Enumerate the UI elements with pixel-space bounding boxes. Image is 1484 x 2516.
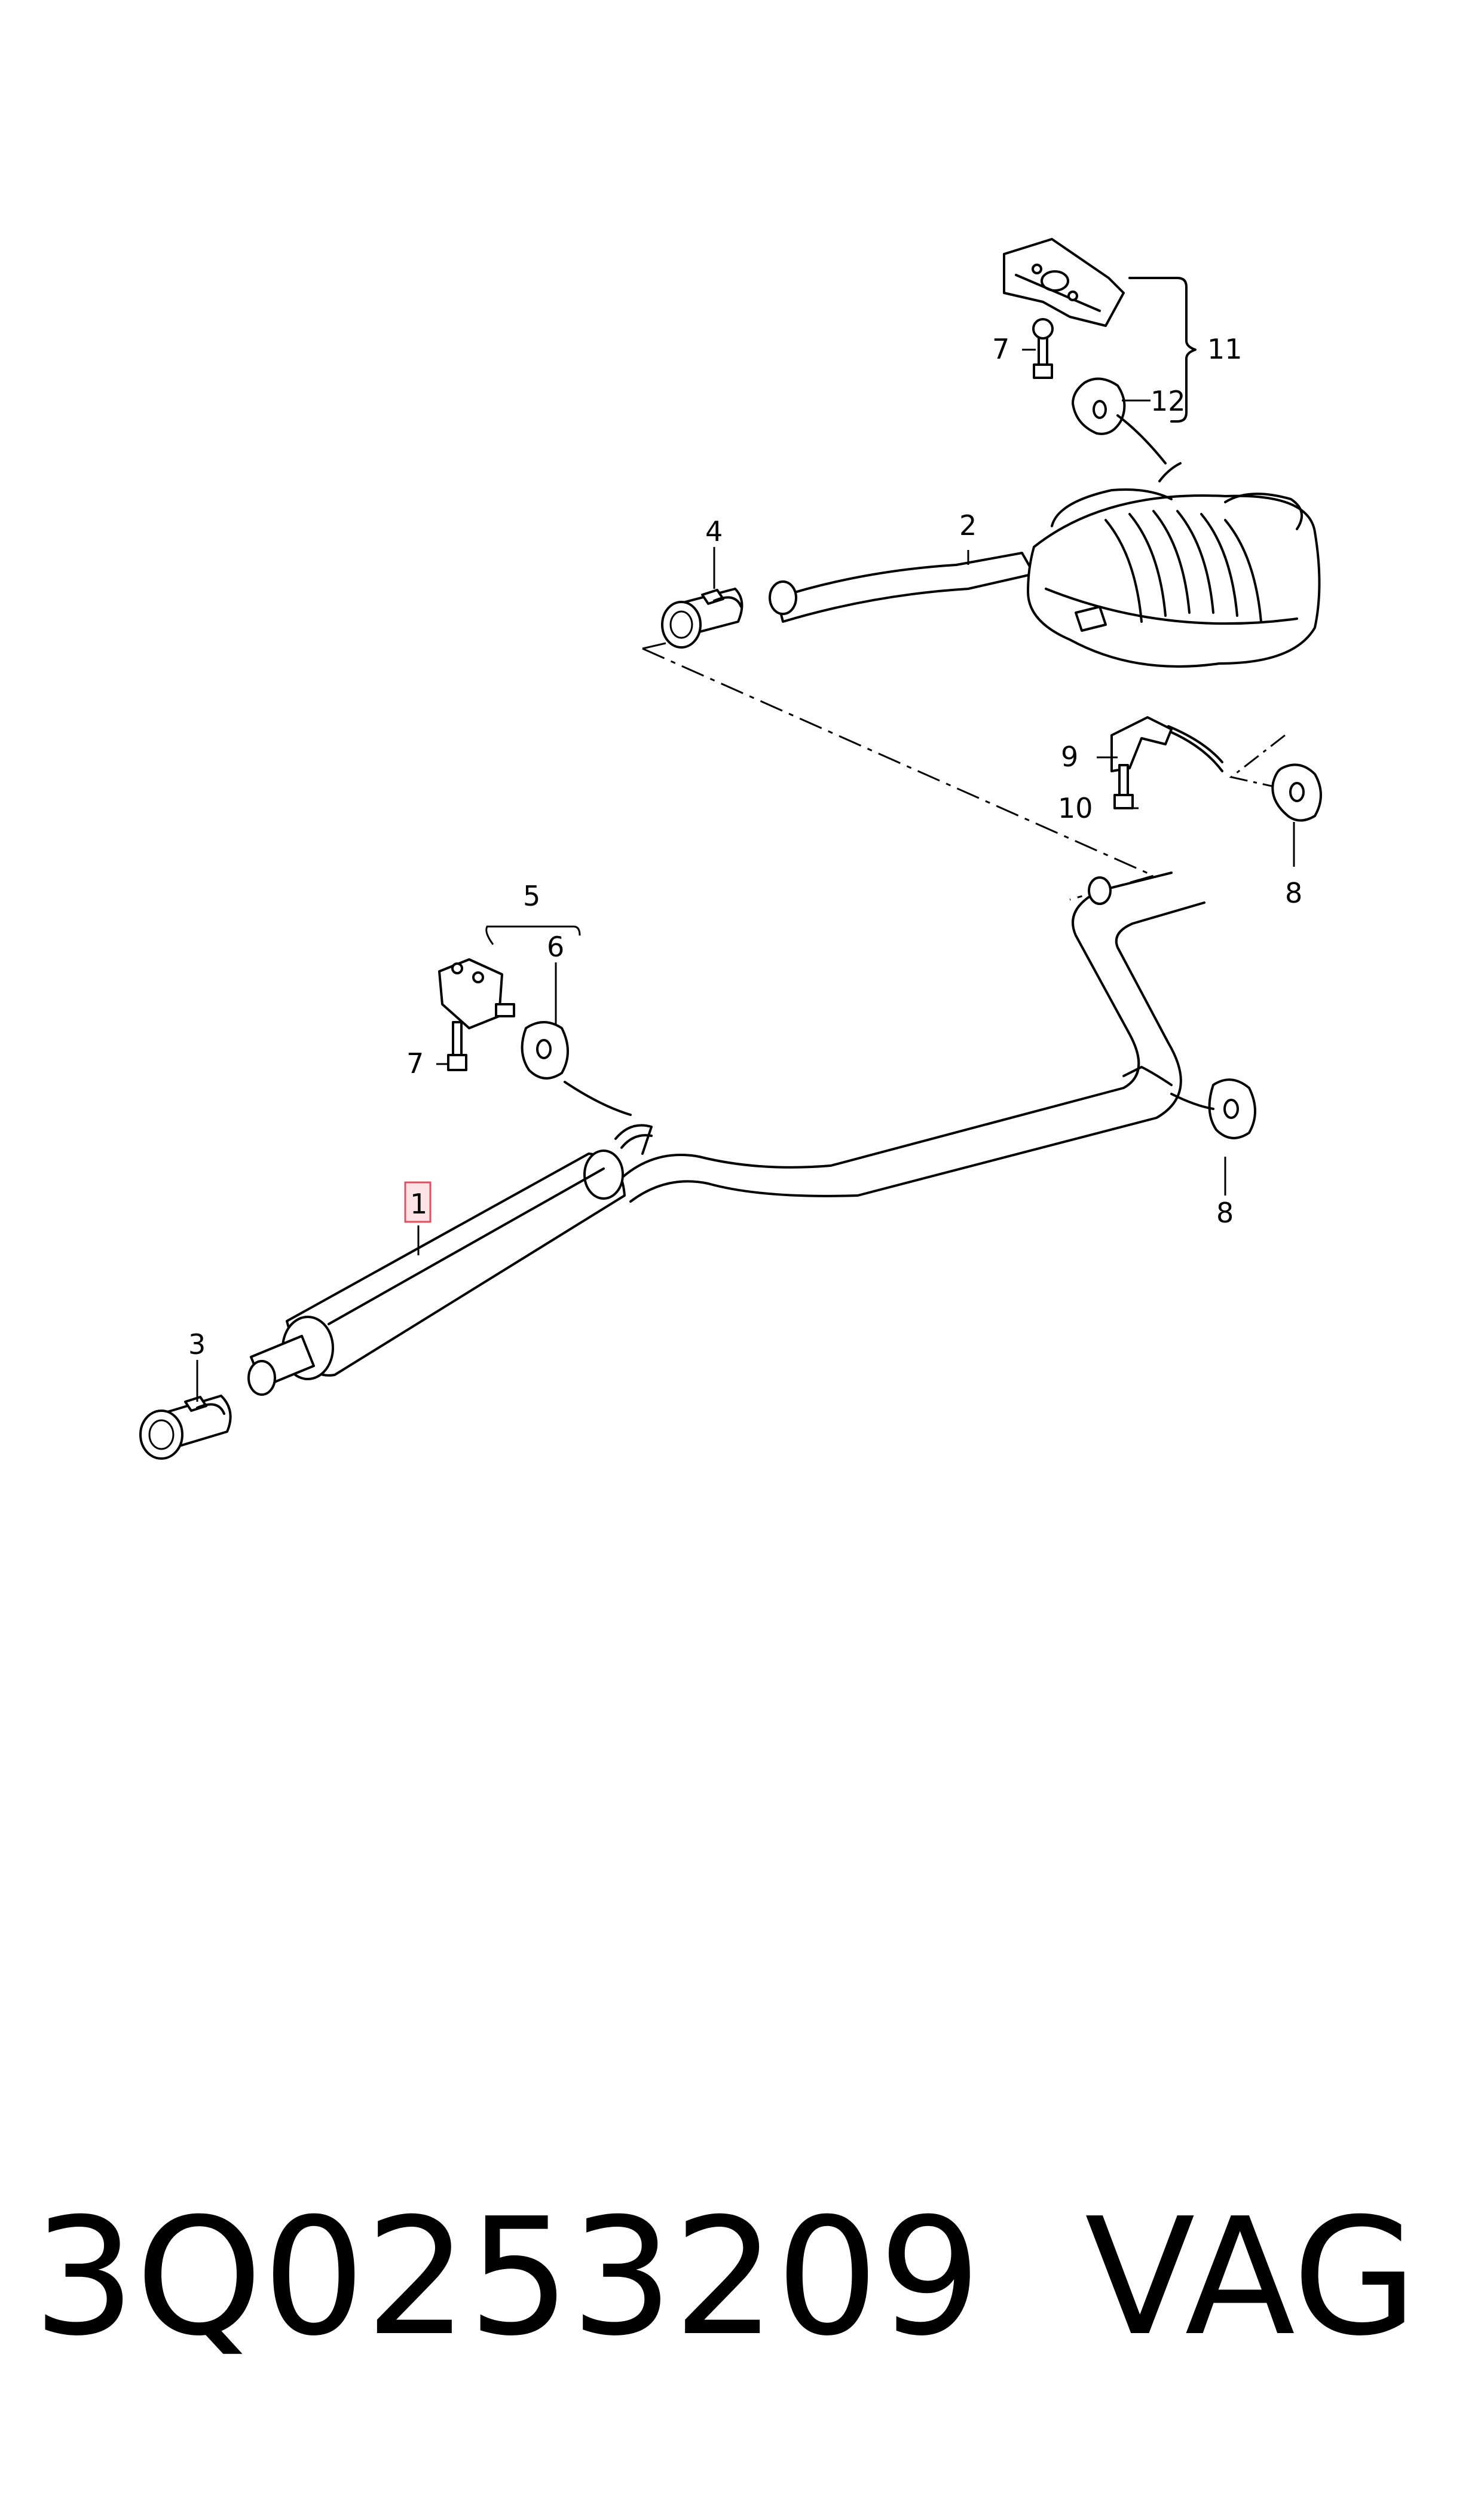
bolt [1113,764,1134,809]
pipe-clamp [139,1395,232,1460]
silencer-hanger-bracket [1110,716,1223,772]
rubber-mount [1072,377,1167,464]
callout-11: 11 [1207,333,1243,365]
rubber-mount [1170,1078,1256,1139]
callout-12: 12 [1151,385,1186,417]
callout-7-lower: 7 [406,1047,424,1080]
bolt [447,1021,467,1071]
rear-silencer [776,462,1321,668]
callout-9: 9 [1061,741,1078,773]
bracket-callout-brace [1128,277,1197,423]
bolt [1032,318,1054,379]
hanger-bracket-assembly [1003,238,1125,327]
callout-8-lower: 8 [1216,1197,1234,1229]
rubber-mount [521,1021,632,1116]
callout-6: 6 [547,931,564,963]
callout-2: 2 [959,509,977,542]
callout-7-upper: 7 [992,333,1009,365]
callout-labels: 1 2 3 4 5 6 7 7 8 8 9 10 11 12 [188,333,1302,1361]
callout-3: 3 [188,1328,206,1361]
brand-label: VAG [1085,2183,1418,2371]
rubber-mount [1271,763,1322,822]
callout-10: 10 [1058,792,1093,824]
middle-pipe-with-silencer [247,872,1205,1396]
pipe-clamp [661,588,743,649]
callout-8-upper: 8 [1285,877,1302,909]
pipe-bracket [438,958,515,1029]
assembly-guide-lines [642,638,1286,901]
part-number: 3Q0253209 [33,2183,981,2371]
callout-4: 4 [705,515,723,548]
tailpipe-end [769,580,797,615]
callout-1: 1 [410,1188,427,1220]
callout-5: 5 [523,880,540,912]
leader-lines [196,348,1295,1402]
highlight-box [404,1181,432,1223]
